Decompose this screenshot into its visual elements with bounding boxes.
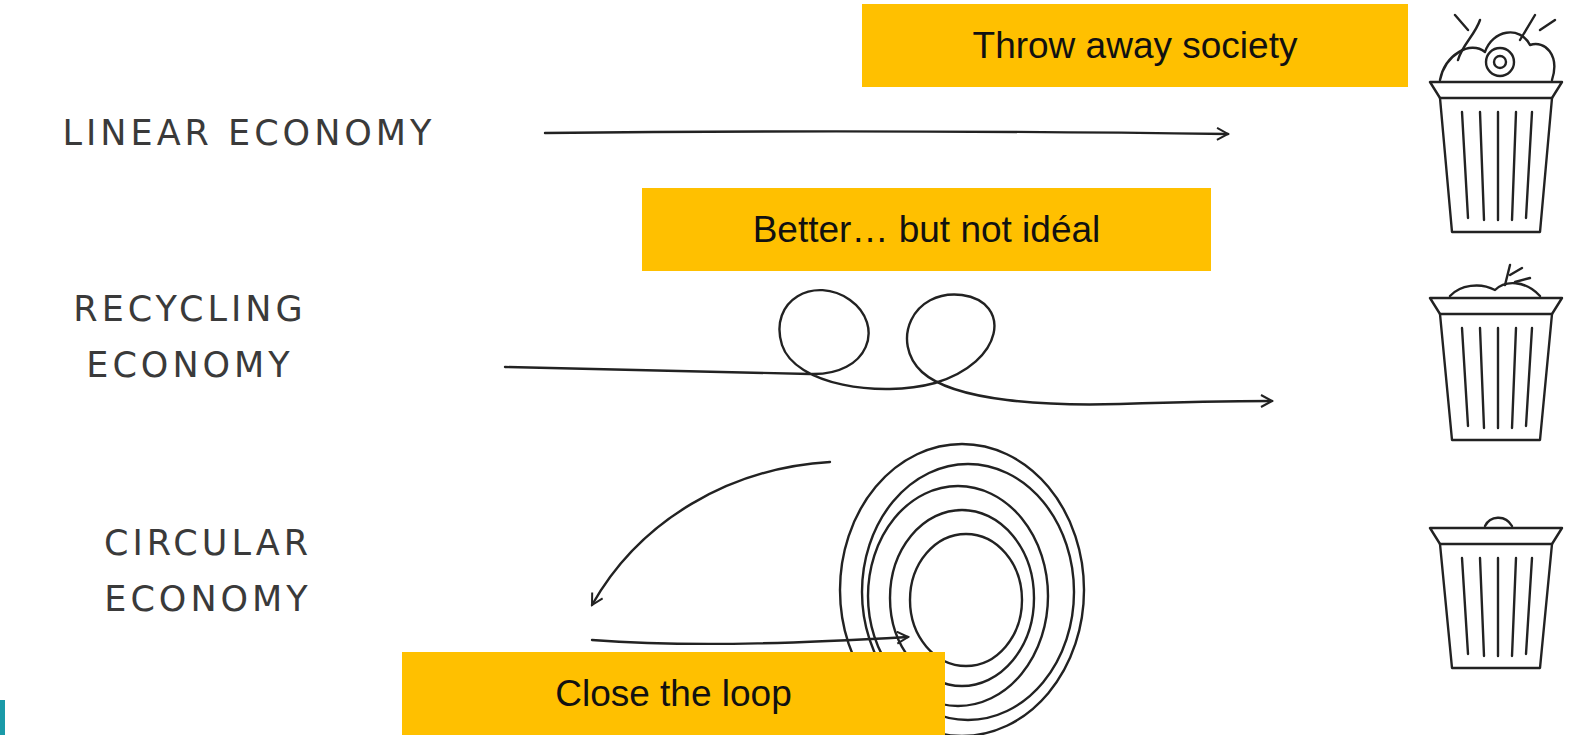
box-text: Better… but not idéal: [753, 209, 1101, 251]
highlight-box: Throw away society: [862, 4, 1408, 87]
economy-label: CIRCULAR ECONOMY: [58, 515, 358, 627]
half-full-trash-can: [1430, 265, 1562, 440]
economy-label: RECYCLING ECONOMY: [40, 281, 340, 393]
highlight-box: Better… but not idéal: [642, 188, 1211, 271]
full-trash-can: [1430, 15, 1562, 232]
linear-arrow: [545, 131, 1228, 134]
slide-mark: [0, 700, 5, 735]
highlight-box: Close the loop: [402, 652, 945, 735]
loop-arrow: [592, 462, 830, 605]
empty-trash-can: [1430, 518, 1562, 668]
economy-label: LINEAR ECONOMY: [14, 105, 484, 161]
box-text: Throw away society: [973, 25, 1298, 67]
recycling-arrow: [505, 290, 1272, 404]
loop-arrow: [592, 637, 908, 644]
box-text: Close the loop: [555, 673, 792, 715]
